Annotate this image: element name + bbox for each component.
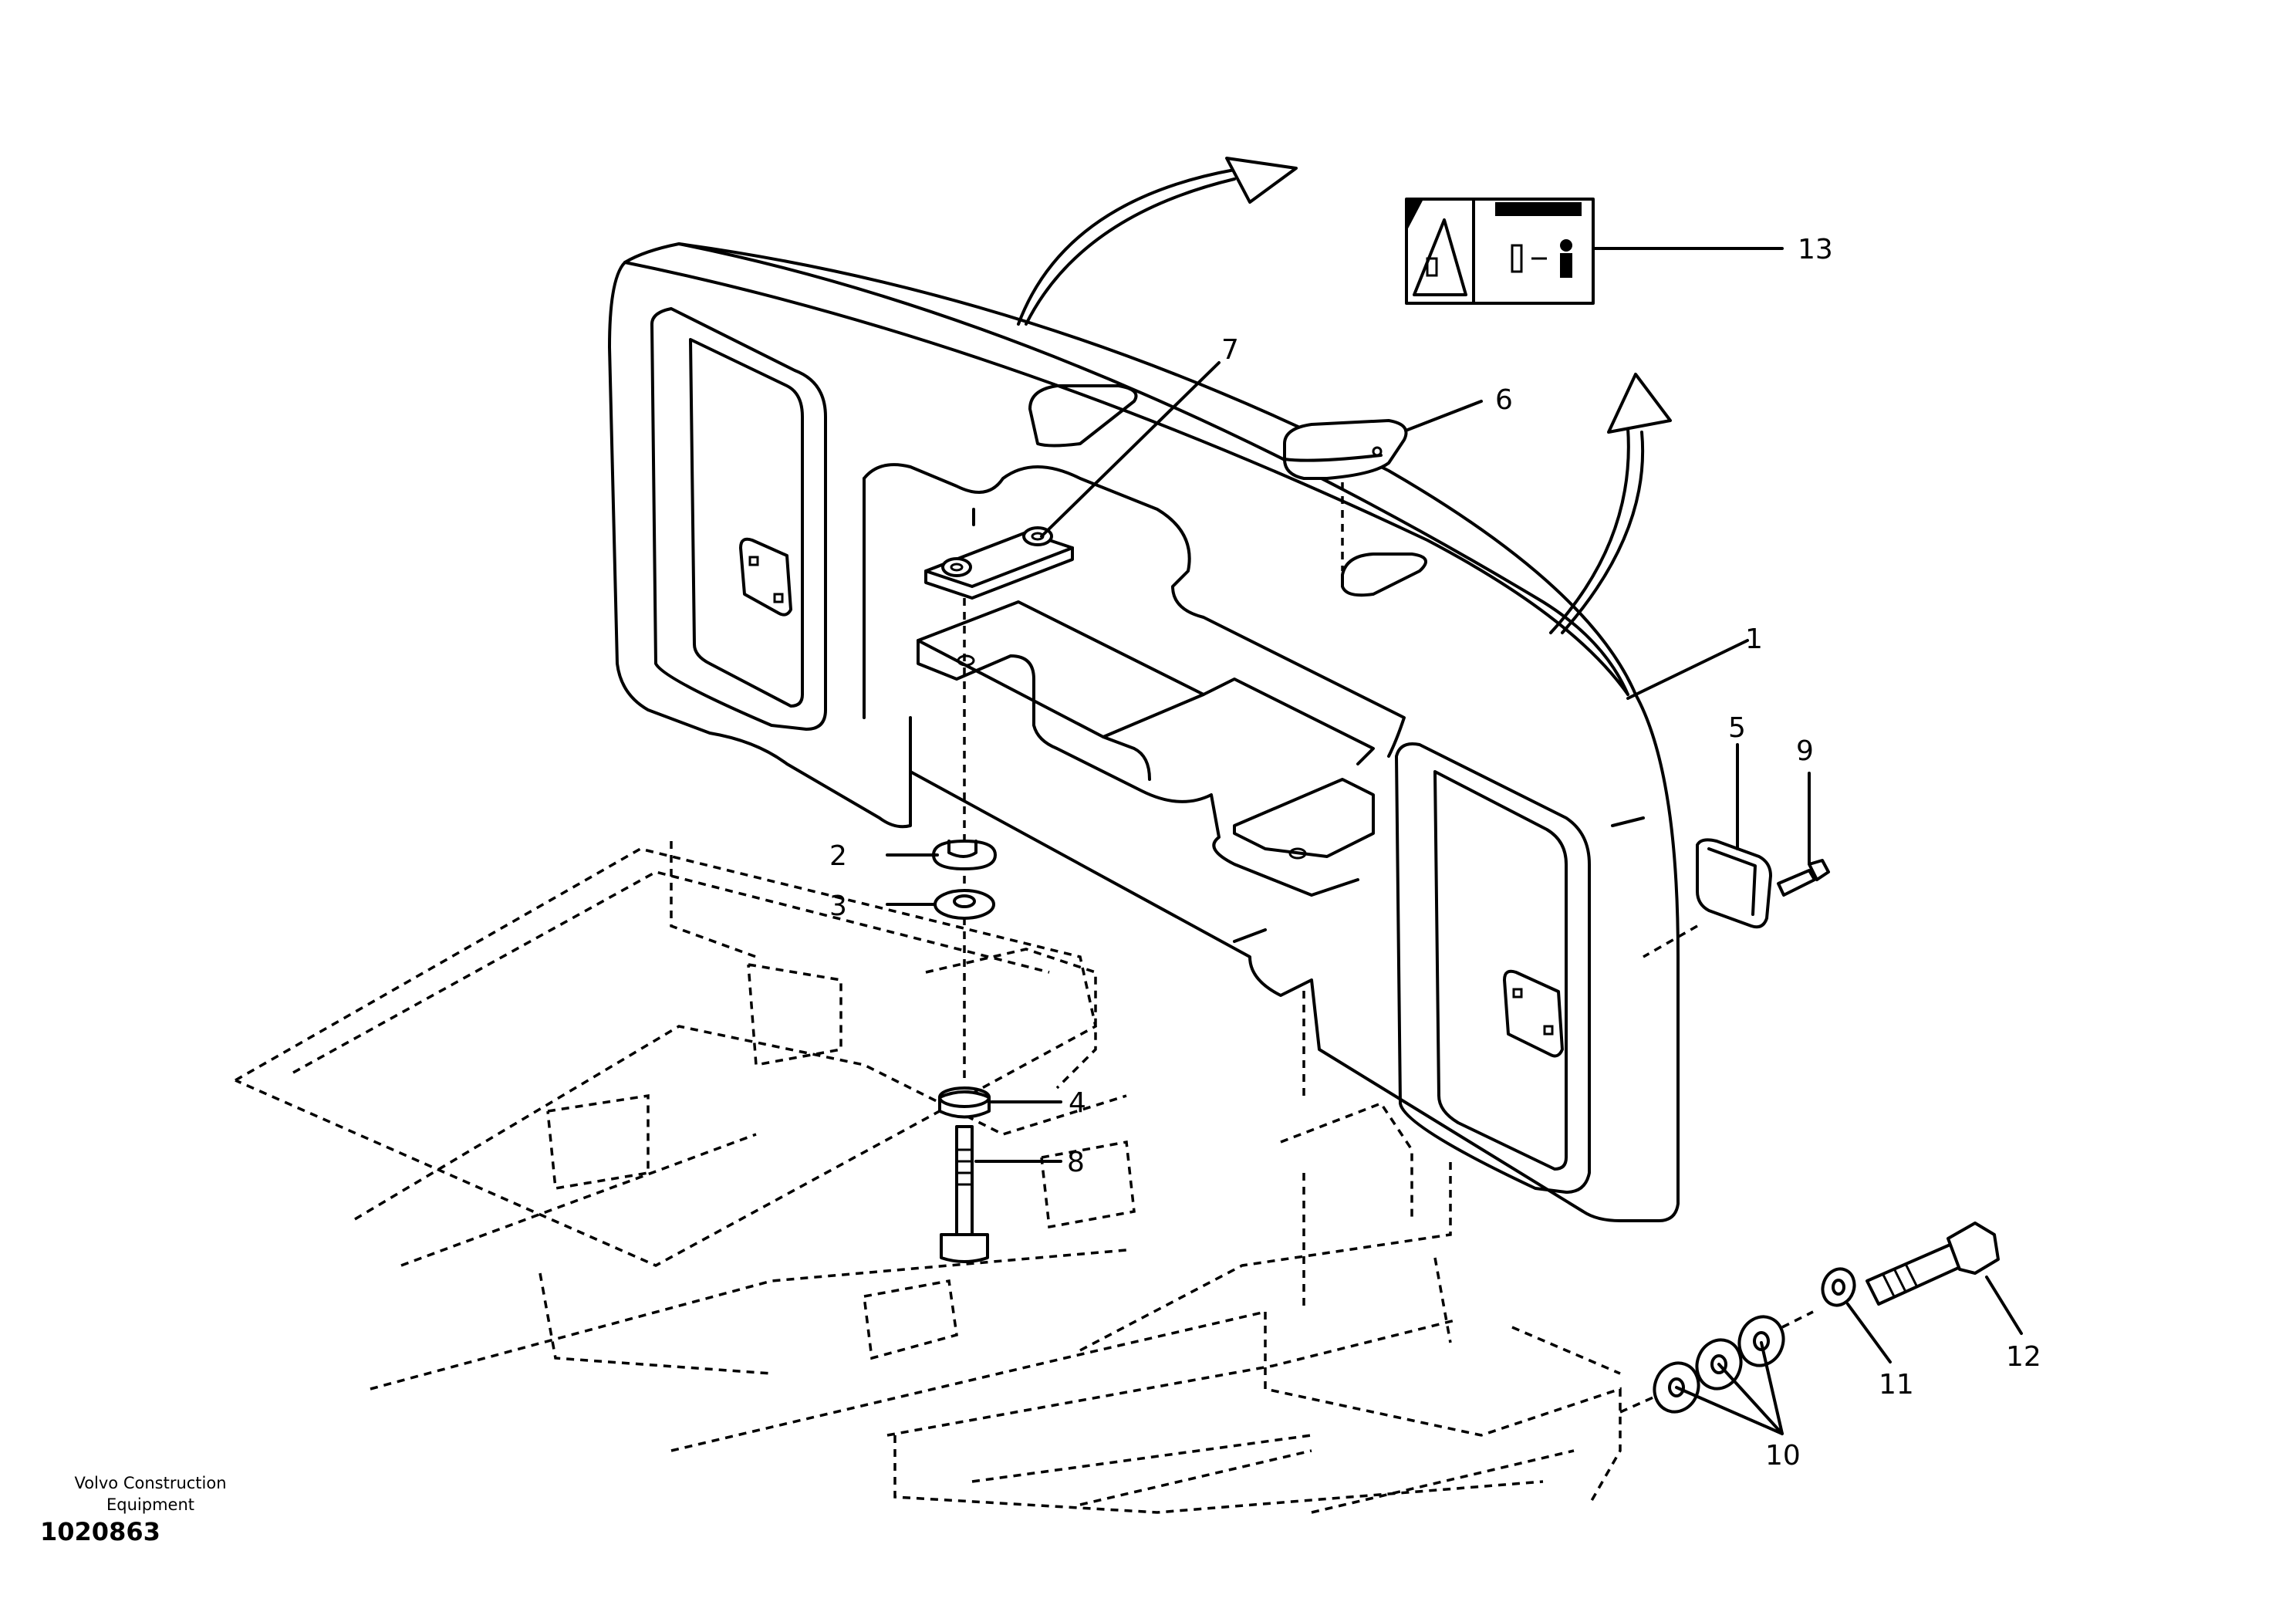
slot-cover-plug xyxy=(1283,419,1408,571)
callout-7: 7 xyxy=(1221,334,1239,366)
callout-6: 6 xyxy=(1495,384,1513,416)
spacer-washer-side xyxy=(1821,1267,1856,1307)
counterweight-body xyxy=(608,242,1680,1222)
vertical-bolt xyxy=(940,1125,989,1263)
cover-screw xyxy=(1777,859,1830,897)
u-washer xyxy=(932,840,997,870)
manufacturer-line-1: Volvo Construction xyxy=(74,1474,227,1492)
callout-10: 10 xyxy=(1765,1440,1801,1472)
callout-8: 8 xyxy=(1067,1147,1085,1178)
flat-washer-top xyxy=(934,889,995,920)
callout-13: 13 xyxy=(1798,234,1833,265)
callout-11: 11 xyxy=(1879,1369,1914,1401)
side-bolt xyxy=(1866,1222,2000,1306)
lifting-arrows xyxy=(1017,157,1672,634)
callout-5: 5 xyxy=(1728,712,1746,744)
manufacturer-caption: Volvo Construction Equipment xyxy=(39,1472,262,1516)
callout-numbers: 1 2 3 4 5 6 7 8 9 10 11 12 13 xyxy=(829,234,2041,1472)
callout-3: 3 xyxy=(829,890,847,922)
callout-4: 4 xyxy=(1069,1087,1086,1119)
reference-number: 1020863 xyxy=(40,1517,160,1546)
washers-set xyxy=(1619,1310,1814,1414)
side-cover-plate xyxy=(1643,838,1772,958)
spacer xyxy=(938,1086,991,1119)
manufacturer-line-2: Equipment xyxy=(106,1495,194,1514)
callout-1: 1 xyxy=(1745,623,1763,655)
callout-9: 9 xyxy=(1796,735,1814,767)
leader-lines xyxy=(886,247,2023,1435)
callout-2: 2 xyxy=(829,840,847,872)
callout-12: 12 xyxy=(2006,1341,2041,1373)
warning-decal xyxy=(1405,198,1595,305)
machine-frame-dashed xyxy=(235,841,1622,1514)
